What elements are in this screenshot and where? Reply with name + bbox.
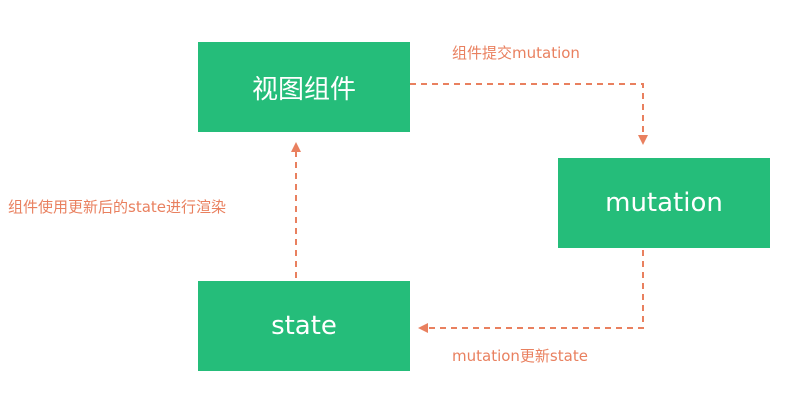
edge-label-commit-mutation: 组件提交mutation — [452, 44, 580, 62]
edge-label-render-with-state: 组件使用更新后的state进行渲染 — [8, 198, 226, 216]
mutation-label: mutation — [605, 188, 723, 218]
arrow-mutation-to-state — [418, 250, 644, 333]
view-component-label: 视图组件 — [251, 74, 356, 105]
arrow-view-to-mutation — [410, 83, 648, 145]
state-label: state — [271, 311, 337, 341]
edge-label-mutation-updates-state: mutation更新state — [452, 347, 588, 365]
state-node: state — [198, 281, 410, 371]
view-component-node: 视图组件 — [198, 42, 410, 132]
mutation-node: mutation — [558, 158, 770, 248]
